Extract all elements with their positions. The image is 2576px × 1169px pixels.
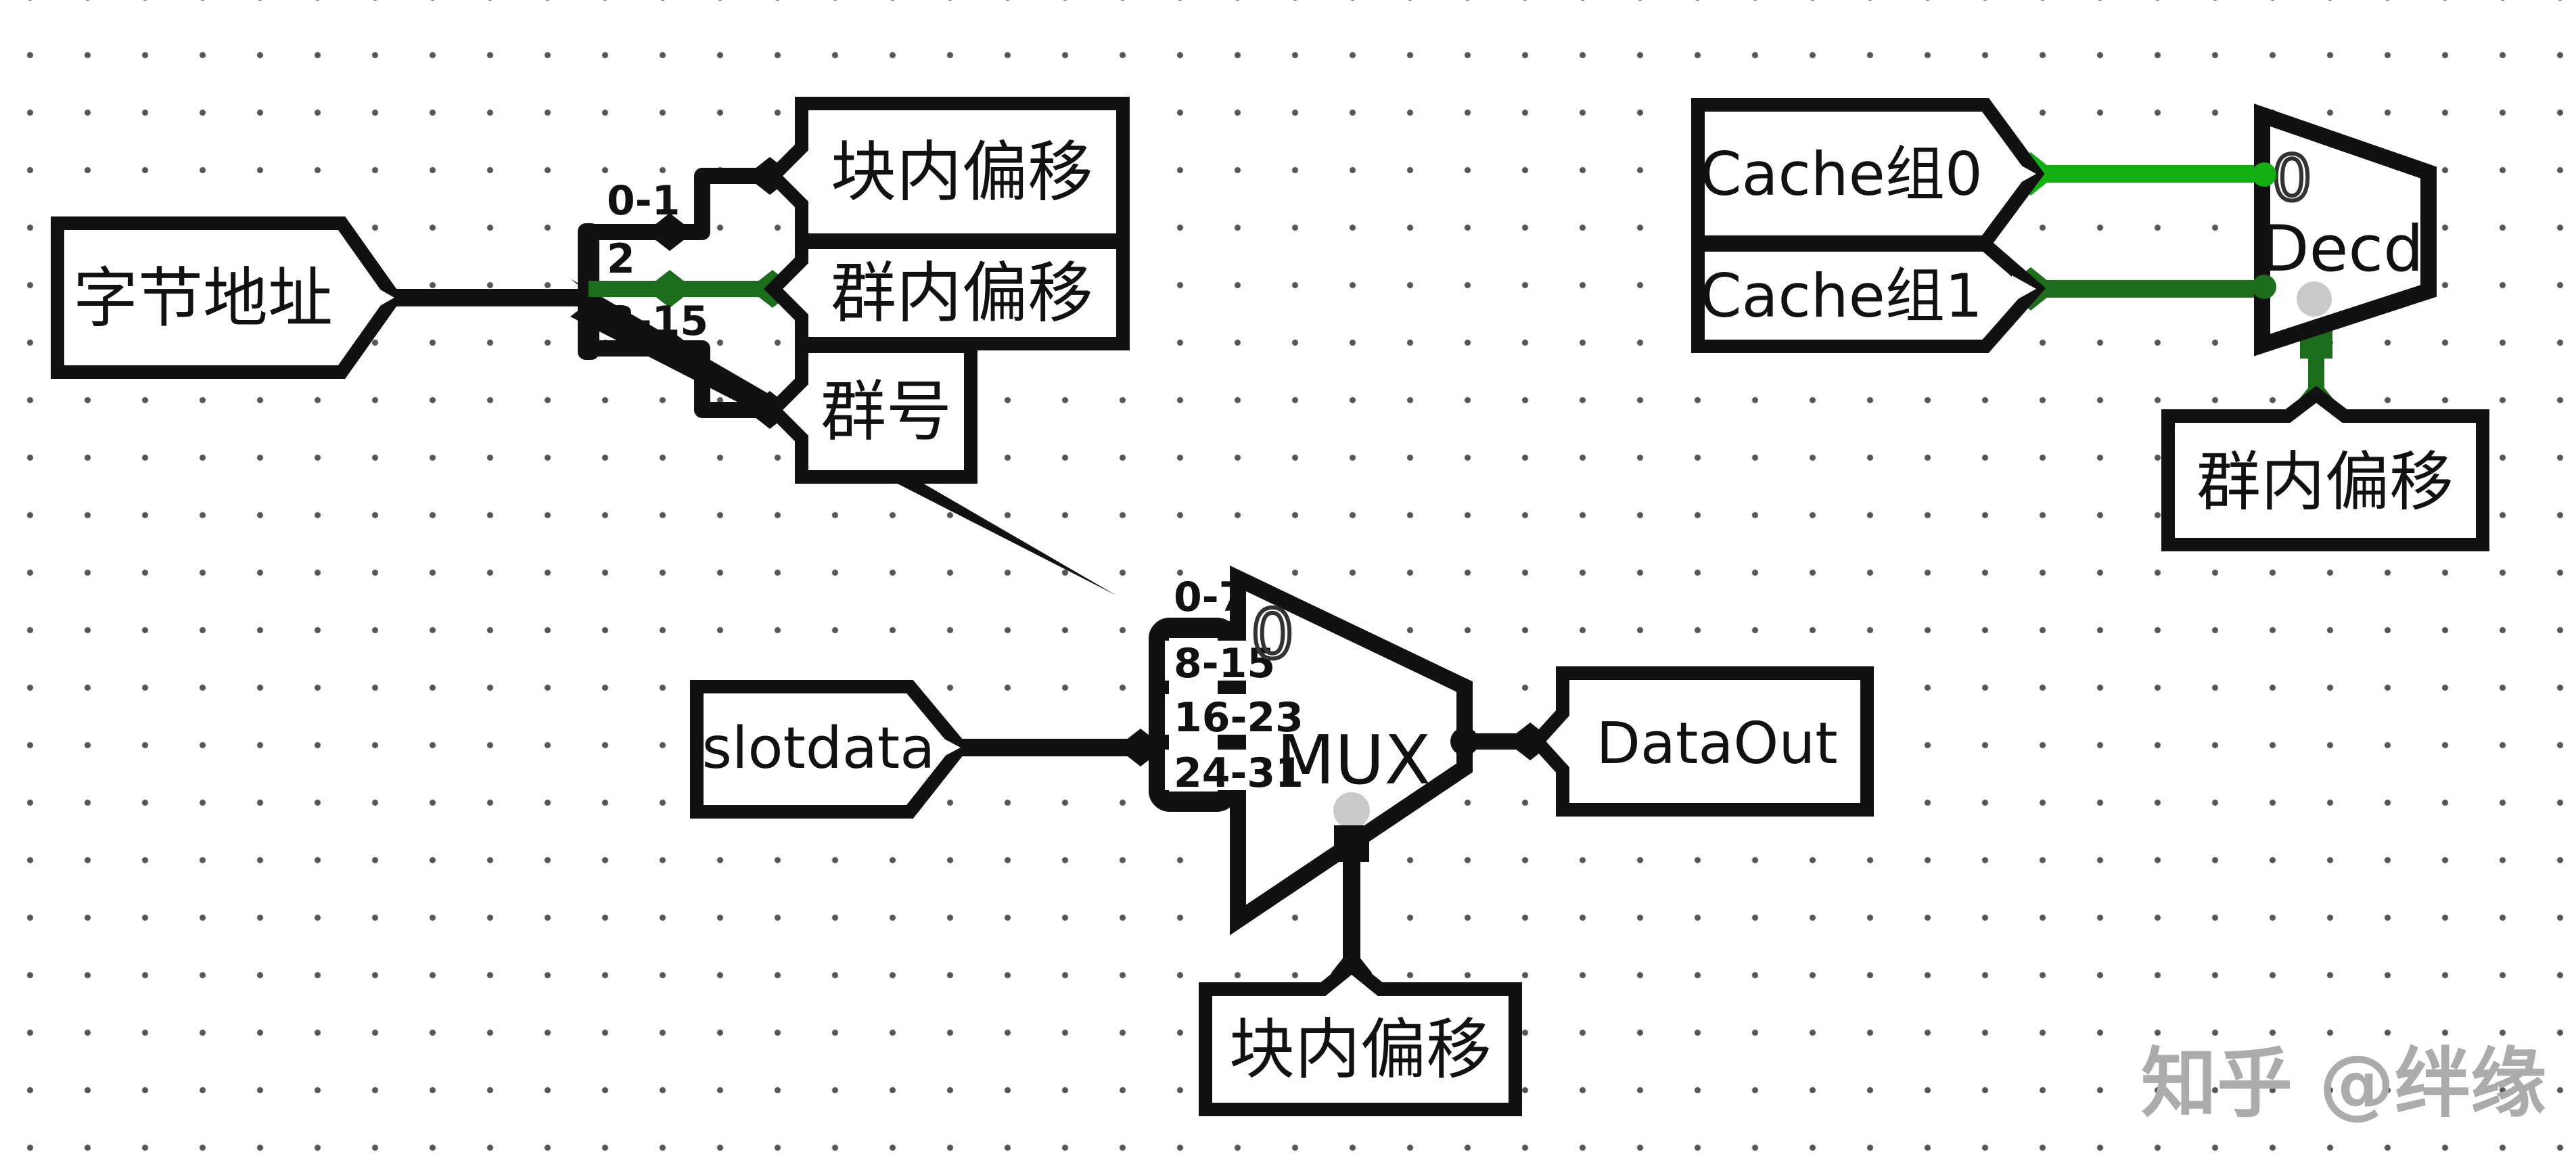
decoder-output-index: 0 — [2272, 142, 2312, 214]
output-pin-group-offset[interactable]: 群内偏移 — [763, 235, 1130, 350]
pin-label: 块内偏移 — [1229, 1011, 1492, 1088]
enable-port-dot-icon — [1333, 792, 1370, 829]
bit-range-label: 2 — [607, 235, 635, 283]
label-patch — [1165, 641, 1260, 681]
pin-group-offset-select[interactable]: 群内偏移 — [2161, 386, 2489, 551]
pin-notch — [369, 283, 394, 312]
input-pin-byte-address[interactable]: 字节地址 — [51, 216, 403, 379]
mux-label: MUX — [1276, 720, 1431, 800]
port-dot-output1-icon — [2252, 275, 2276, 299]
bit-range-label: 0-1 — [607, 177, 680, 225]
pin-block-offset-select[interactable]: 块内偏移 — [1199, 957, 1522, 1116]
pin-notch — [2012, 160, 2036, 187]
splitter-address[interactable]: 0-1 2 3-15 — [578, 157, 797, 429]
pin-notch — [2012, 275, 2036, 302]
watermark: 知乎 @绊缘 — [2141, 1040, 2546, 1128]
bit-range-label: 24-31 — [1174, 750, 1304, 797]
pin-label: 群内偏移 — [2196, 445, 2454, 520]
pin-cache-set-0[interactable]: Cache组0 — [1691, 98, 2045, 249]
output-pin-dataout[interactable]: DataOut — [1527, 666, 1874, 817]
bit-range-label: 8-15 — [1174, 640, 1275, 687]
pin-label: Cache组1 — [1700, 261, 1983, 331]
pin-label: 群号 — [821, 373, 952, 450]
output-pin-group-number[interactable]: 群号 — [763, 340, 978, 484]
bit-range-label: 0-7 — [1174, 574, 1247, 621]
wire-arrow-icon — [645, 270, 694, 308]
multiplexer-annotations: 0 MUX — [1249, 593, 1479, 829]
multiplexer[interactable] — [1230, 565, 1473, 936]
pin-label: slotdata — [702, 715, 936, 782]
wire-arrow-icon — [645, 213, 694, 251]
decoder-label: Decd — [2260, 212, 2424, 286]
pin-label: 块内偏移 — [831, 134, 1093, 210]
pin-cache-set-1[interactable]: Cache组1 — [1691, 238, 2046, 353]
pin-label: 字节地址 — [73, 260, 333, 336]
input-pin-slotdata[interactable]: slotdata — [690, 680, 969, 819]
bit-range-label: 3-15 — [607, 298, 708, 345]
mux-input-index: 0 — [1251, 595, 1294, 674]
output-pin-block-offset[interactable]: 块内偏移 — [763, 97, 1130, 247]
pin-label: Cache组0 — [1700, 139, 1983, 209]
bit-range-label: 16-23 — [1174, 694, 1304, 741]
splitter-slotdata[interactable]: 0-7 8-15 16-23 24-31 — [1149, 574, 1304, 812]
pin-label: DataOut — [1596, 710, 1837, 777]
enable-port-dot-icon — [2297, 281, 2332, 317]
decoder-decd[interactable]: 0 Decd — [2252, 104, 2437, 357]
port-dot-output0-icon — [2252, 162, 2276, 187]
label-patch — [1165, 750, 1291, 790]
select-connector — [1334, 825, 1369, 862]
pin-label: 群内偏移 — [831, 255, 1093, 331]
wire-arrow-icon — [645, 329, 694, 367]
pin-notch — [936, 735, 961, 760]
label-patch — [1165, 694, 1291, 735]
